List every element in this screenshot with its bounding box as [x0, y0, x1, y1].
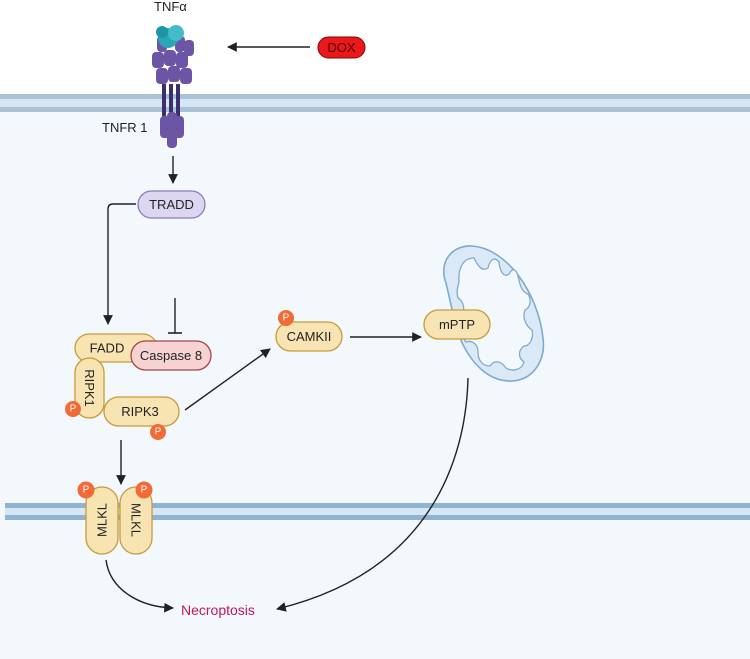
- necroptosis-label: Necroptosis: [181, 602, 255, 618]
- ripk3-phospho-badge: [150, 424, 166, 440]
- tradd-to-fadd-arrow: [103, 203, 136, 325]
- caspase8-node: [130, 340, 212, 371]
- mlkl-left-label: MLKL: [95, 503, 110, 537]
- tradd-label: TRADD: [149, 197, 194, 212]
- mlkl-right-phospho-label: P: [141, 485, 148, 496]
- camkii-label: CAMKII: [287, 329, 332, 344]
- caspase8-label: Caspase 8: [140, 348, 202, 363]
- mptp-label: mPTP: [439, 317, 475, 332]
- ripk3-node: [103, 396, 180, 427]
- cytoplasm-region: [0, 103, 750, 659]
- tnfa-label: TNFα: [154, 0, 187, 14]
- ripk3-label: RIPK3: [121, 404, 159, 419]
- mptp-to-necroptosis-arrow: [276, 377, 469, 612]
- mptp-node: [423, 309, 491, 340]
- mlkl-left-phospho-badge: [77, 481, 95, 499]
- plasma-membrane: [0, 94, 750, 112]
- tnfa-ligand: [156, 25, 184, 48]
- tradd-node: [137, 190, 206, 219]
- mitochondrion: [442, 245, 545, 382]
- tnfr1-label: TNFR 1: [102, 120, 148, 135]
- mlkl-to-necroptosis-arrow: [105, 559, 174, 613]
- mlkl-left-phospho-label: P: [83, 485, 90, 496]
- camkii-phospho-label: P: [283, 313, 290, 324]
- mlkl-right-node: [119, 486, 153, 555]
- ripk3-phospho-label: P: [155, 427, 162, 438]
- ripk1-label: RIPK1: [82, 369, 97, 407]
- ripk1-node: [74, 357, 105, 419]
- ripk1-phospho-badge: [65, 401, 81, 417]
- mlkl-right-label: MLKL: [129, 503, 144, 537]
- dox-label: DOX: [327, 40, 356, 55]
- ripk3-to-camkii-arrow: [184, 348, 271, 411]
- dox-badge: [317, 36, 366, 59]
- mlkl-right-phospho-badge: [135, 481, 153, 499]
- ripk1-phospho-label: P: [70, 404, 77, 415]
- inner-membrane: [5, 503, 750, 520]
- mlkl-left-node: [85, 486, 119, 555]
- fadd-label: FADD: [90, 341, 125, 356]
- camkii-node: [275, 321, 343, 352]
- camkii-phospho-badge: [278, 310, 294, 326]
